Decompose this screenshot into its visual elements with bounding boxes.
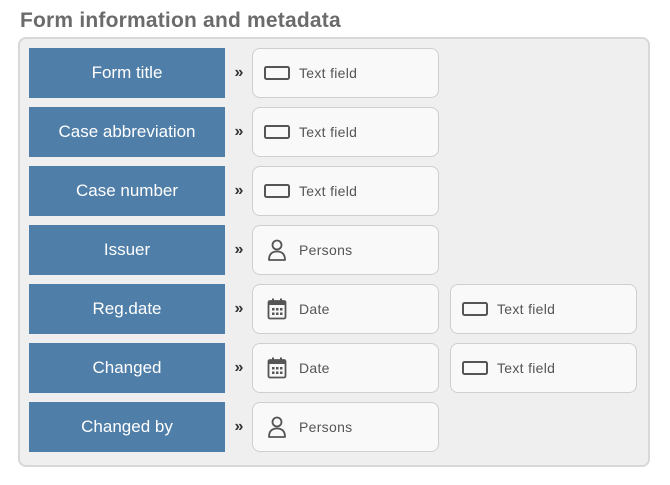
field-reg-date[interactable]: Date (252, 284, 439, 334)
field-type-text: Persons (299, 242, 353, 258)
person-icon (264, 415, 290, 439)
field-reg-date-text[interactable]: Text field (450, 284, 637, 334)
text-field-icon (264, 179, 290, 203)
field-type-text: Text field (299, 124, 358, 140)
text-field-icon (462, 297, 488, 321)
field-form-title[interactable]: Text field (252, 48, 439, 98)
label-reg-date: Reg.date (29, 284, 225, 334)
field-type-text: Persons (299, 419, 353, 435)
field-type-text: Date (299, 360, 330, 376)
field-type-text: Text field (497, 301, 556, 317)
field-type-text: Text field (299, 183, 358, 199)
arrow-icon: » (234, 359, 244, 376)
field-changed-text[interactable]: Text field (450, 343, 637, 393)
label-case-abbreviation: Case abbreviation (29, 107, 225, 157)
field-type-text: Date (299, 301, 330, 317)
arrow-icon: » (234, 300, 244, 317)
field-case-abbreviation[interactable]: Text field (252, 107, 439, 157)
text-field-icon (462, 356, 488, 380)
label-issuer: Issuer (29, 225, 225, 275)
field-changed[interactable]: Date (252, 343, 439, 393)
arrow-icon: » (234, 64, 244, 81)
calendar-icon (264, 297, 290, 321)
label-changed-by: Changed by (29, 402, 225, 452)
label-changed: Changed (29, 343, 225, 393)
arrow-icon: » (234, 241, 244, 258)
label-case-number: Case number (29, 166, 225, 216)
person-icon (264, 238, 290, 262)
label-form-title: Form title (29, 48, 225, 98)
arrow-icon: » (234, 123, 244, 140)
field-case-number[interactable]: Text field (252, 166, 439, 216)
calendar-icon (264, 356, 290, 380)
field-type-text: Text field (497, 360, 556, 376)
page-title: Form information and metadata (20, 9, 341, 32)
arrow-icon: » (234, 182, 244, 199)
text-field-icon (264, 120, 290, 144)
field-changed-by[interactable]: Persons (252, 402, 439, 452)
arrow-icon: » (234, 418, 244, 435)
text-field-icon (264, 61, 290, 85)
field-issuer[interactable]: Persons (252, 225, 439, 275)
field-type-text: Text field (299, 65, 358, 81)
